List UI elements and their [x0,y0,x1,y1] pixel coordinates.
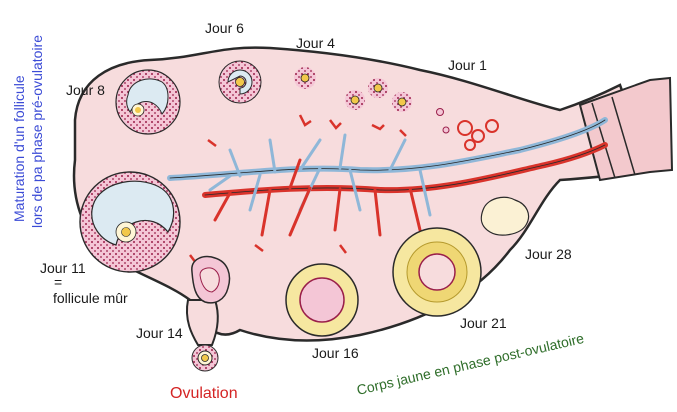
label-jour1: Jour 1 [448,57,487,73]
label-jour28: Jour 28 [525,246,572,262]
label-equals: = [54,274,62,290]
label-jour21: Jour 21 [460,315,507,331]
label-ovulation: Ovulation [170,385,238,402]
follicle-day8 [115,69,181,135]
primordial-follicles [436,108,499,151]
mature-follicle-day11 [79,171,181,273]
ruptured-follicle-day14 [191,255,231,304]
blood-vessels [167,117,608,237]
label-side-line2: lors de pa phase pré-ovulatoire [29,35,45,228]
corpus-luteum-day21 [392,227,482,317]
ovulation-stalk [186,299,219,346]
label-jour6: Jour 6 [205,20,244,36]
vessel-fragments [189,114,407,264]
follicle-day6 [218,60,262,104]
label-jour8: Jour 8 [66,82,105,98]
label-side-line1: Maturation d'un follicule [11,75,27,222]
label-jour16: Jour 16 [312,345,359,361]
label-jour11: Jour 11 [40,260,86,276]
corpus-luteum-day16 [285,263,359,337]
follicles-day4 [294,67,412,112]
label-corps-jaune: Corps jaune en phase post-ovulatoire [355,330,586,398]
label-follicule-mur: follicule mûr [53,290,128,306]
label-jour4: Jour 4 [296,35,335,51]
corpus-albicans-day28 [480,196,530,236]
ovarian-ligament [578,76,674,182]
label-jour14: Jour 14 [136,325,183,341]
